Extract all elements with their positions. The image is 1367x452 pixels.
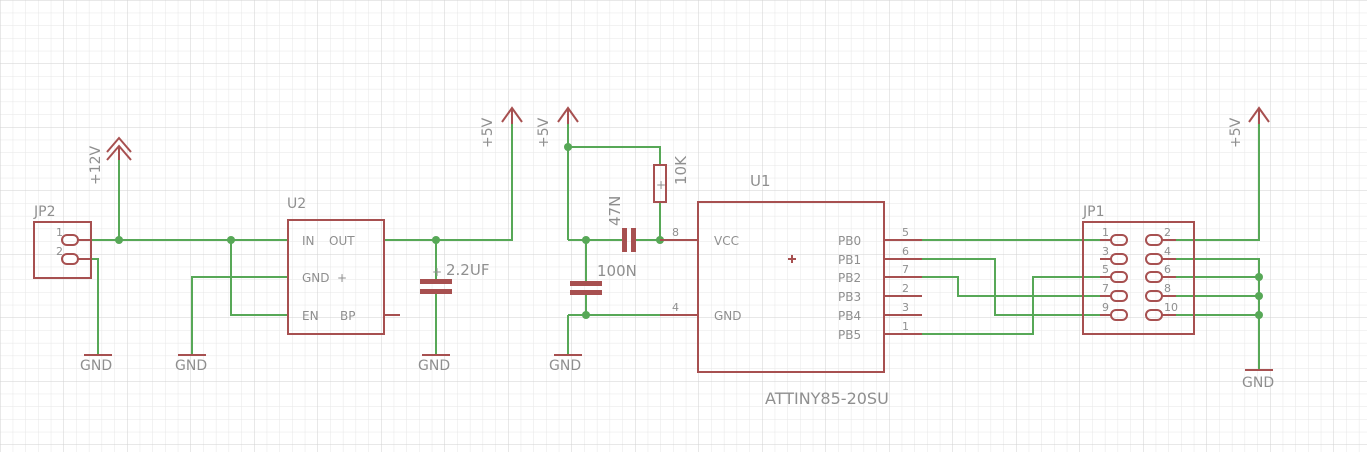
u1-part-number: ATTINY85-20SU (765, 389, 889, 408)
r1-plus-mark: + (656, 178, 666, 192)
connector-jp1[interactable]: JP1 1 2 3 4 5 6 7 8 9 10 (1082, 204, 1195, 335)
capacitor-100n[interactable]: 100N (570, 262, 637, 295)
microcontroller-u1[interactable]: U1 VCC GND PB0 PB1 PB2 PB3 PB4 PB5 8 4 5… (660, 172, 922, 408)
u1-pin-pb1: PB1 (838, 253, 861, 267)
wire-jp1-vcc (1176, 112, 1260, 241)
wire-5v-to-r (568, 146, 661, 165)
u1-pin-pb3: PB3 (838, 290, 861, 304)
connector-jp2[interactable]: JP2 1 2 (33, 204, 92, 279)
junction-dot (1255, 273, 1263, 281)
supply-5v-symbol-2[interactable]: +5V (536, 106, 579, 148)
gnd-label-5: GND (1242, 375, 1274, 391)
capacitor-47n[interactable]: 47N (606, 196, 636, 252)
jp1-name: JP1 (1082, 204, 1104, 220)
jp1-pin-7: 7 (1102, 282, 1109, 295)
jp1-pin-6: 6 (1164, 263, 1171, 276)
junction-dot (564, 143, 572, 151)
u1-pinno-pb1: 6 (902, 245, 909, 258)
u2-pin-in: IN (302, 234, 315, 248)
u2-pin-bp: BP (340, 309, 355, 323)
u2-plus-mark: + (337, 271, 347, 285)
junctions (115, 143, 1263, 319)
gnd-label-2: GND (175, 358, 207, 374)
u1-pin-vcc: VCC (714, 234, 739, 248)
junction-dot (582, 236, 590, 244)
gnd-label-3: GND (418, 358, 450, 374)
u2-pin-out: OUT (329, 234, 355, 248)
jp1-pin-8: 8 (1164, 282, 1171, 295)
gnd-symbol-3[interactable]: GND (418, 354, 450, 374)
gnd-symbol-1[interactable]: GND (80, 354, 112, 374)
gnd-label-1: GND (80, 358, 112, 374)
jp1-pin-4: 4 (1164, 245, 1171, 258)
r1-value: 10K (672, 155, 690, 185)
supply-5v-symbol[interactable]: +5V (480, 106, 523, 148)
u2-pin-en: EN (302, 309, 319, 323)
gnd-symbol-2[interactable]: GND (175, 354, 207, 374)
supply-5v-label-2: +5V (536, 117, 552, 148)
junction-dot (1255, 311, 1263, 319)
wire-pb1 (884, 258, 1100, 316)
cout-plus-mark: + (432, 265, 442, 279)
junction-dot (582, 311, 590, 319)
gnd-symbol-4[interactable]: GND (549, 354, 582, 374)
cout-value: 2.2UF (446, 261, 489, 279)
supply-12v-label: +12V (88, 145, 104, 185)
gnd-symbol-5[interactable]: GND (1242, 369, 1274, 391)
jp2-name: JP2 (33, 204, 55, 220)
u1-pinno-gnd: 4 (672, 301, 679, 314)
junction-dot (1255, 292, 1263, 300)
wire-en-tie (230, 240, 288, 316)
u1-pinno-pb4: 3 (902, 301, 909, 314)
u1-pin-pb5: PB5 (838, 328, 861, 342)
u1-pin-gnd: GND (714, 309, 742, 323)
junction-dot (227, 236, 235, 244)
regulator-u2[interactable]: U2 IN OUT GND + EN BP (287, 196, 400, 335)
jp1-pin-2: 2 (1164, 226, 1171, 239)
jp1-pin-3: 3 (1102, 245, 1109, 258)
wire-jp1-pin4 (1176, 258, 1260, 277)
u2-pin-gnd: GND (302, 271, 330, 285)
capacitor-cout[interactable]: + 2.2UF (420, 261, 489, 294)
u1-pinno-pb2: 7 (902, 263, 909, 276)
u1-pinno-vcc: 8 (672, 226, 679, 239)
u1-pinno-pb5: 1 (902, 320, 909, 333)
supply-5v-label: +5V (480, 117, 496, 148)
wire-u2-gnd (191, 276, 288, 355)
u1-pin-pb2: PB2 (838, 271, 861, 285)
u1-pinno-pb3: 2 (902, 282, 909, 295)
jp2-pin-1: 1 (56, 226, 63, 239)
wire-5v-out (384, 112, 513, 241)
jp1-pin-1: 1 (1102, 226, 1109, 239)
resistor-r1[interactable]: + 10K (653, 155, 690, 203)
gnd-label-4: GND (549, 358, 581, 374)
c100n-value: 100N (597, 262, 637, 280)
jp1-pin-10: 10 (1164, 301, 1178, 314)
u2-name: U2 (287, 196, 306, 212)
supply-5v-symbol-3[interactable]: +5V (1228, 106, 1270, 148)
u1-pin-pb4: PB4 (838, 309, 861, 323)
jp2-pin-2: 2 (56, 245, 63, 258)
u1-name: U1 (750, 172, 771, 190)
wire-pb5 (884, 276, 1100, 335)
u1-pinno-pb0: 5 (902, 226, 909, 239)
junction-dot (432, 236, 440, 244)
jp1-pin-5: 5 (1102, 263, 1109, 276)
wire-jp2-gnd (90, 258, 99, 355)
supply-5v-label-3: +5V (1228, 117, 1244, 148)
jp1-pin-9: 9 (1102, 301, 1109, 314)
supply-12v-symbol[interactable]: +12V (88, 136, 132, 185)
u1-pin-pb0: PB0 (838, 234, 861, 248)
junction-dot (115, 236, 123, 244)
c47n-value: 47N (606, 196, 624, 226)
